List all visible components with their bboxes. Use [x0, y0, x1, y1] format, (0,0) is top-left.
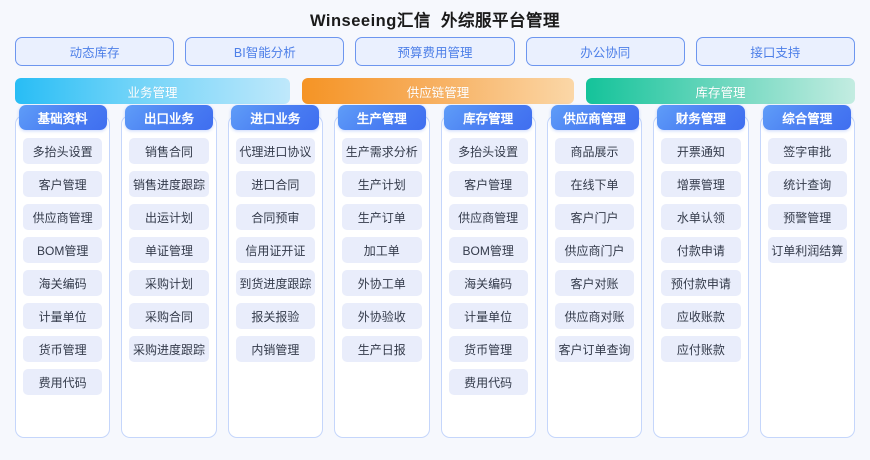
- menu-item[interactable]: 多抬头设置: [23, 138, 103, 164]
- menu-item[interactable]: 销售合同: [129, 138, 209, 164]
- top-nav-item-3[interactable]: 预算费用管理: [355, 37, 515, 66]
- column-item-list: 生产需求分析生产计划生产订单加工单外协工单外协验收生产日报: [342, 138, 422, 362]
- column-item-list: 销售合同销售进度跟踪出运计划单证管理采购计划采购合同采购进度跟踪: [129, 138, 209, 362]
- column-item-list: 开票通知增票管理水单认领付款申请预付款申请应收账款应付账款: [661, 138, 741, 362]
- menu-item[interactable]: 生产日报: [342, 336, 422, 362]
- menu-item[interactable]: BOM管理: [448, 237, 528, 263]
- menu-item[interactable]: 计量单位: [23, 303, 103, 329]
- module-column-3: 进口业务代理进口协议进口合同合同预审信用证开证到货进度跟踪报关报验内销管理: [227, 105, 324, 438]
- menu-item[interactable]: 供应商对账: [554, 303, 635, 329]
- menu-item[interactable]: 商品展示: [554, 138, 635, 164]
- menu-item[interactable]: 费用代码: [23, 369, 103, 395]
- menu-item[interactable]: 开票通知: [661, 138, 741, 164]
- menu-item[interactable]: 外协验收: [342, 303, 422, 329]
- menu-item[interactable]: 增票管理: [661, 171, 741, 197]
- module-column-5: 库存管理多抬头设置客户管理供应商管理 BOM管理海关编码计量单位货币管理费用代码: [440, 105, 536, 438]
- menu-item[interactable]: 货币管理: [448, 336, 528, 362]
- menu-item[interactable]: 在线下单: [554, 171, 635, 197]
- module-column-7: 财务管理开票通知增票管理水单认领付款申请预付款申请应收账款应付账款: [653, 105, 749, 438]
- menu-item[interactable]: 供应商管理: [23, 204, 103, 230]
- menu-item[interactable]: 应付账款: [661, 336, 741, 362]
- menu-item[interactable]: BOM管理: [23, 237, 103, 263]
- menu-item[interactable]: 费用代码: [448, 369, 528, 395]
- column-item-list: 商品展示在线下单客户门户供应商门户客户对账供应商对账客户订单查询: [554, 138, 635, 362]
- menu-item[interactable]: 代理进口协议: [235, 138, 316, 164]
- menu-item[interactable]: 水单认领: [661, 204, 741, 230]
- menu-item[interactable]: 采购进度跟踪: [129, 336, 209, 362]
- top-nav-item-4[interactable]: 办公协同: [525, 37, 685, 66]
- menu-item[interactable]: 统计查询: [767, 171, 847, 197]
- menu-item[interactable]: 信用证开证: [235, 237, 316, 263]
- menu-item[interactable]: 生产订单: [342, 204, 422, 230]
- top-nav-item-2[interactable]: BI智能分析: [185, 37, 345, 66]
- column-header-5[interactable]: 库存管理: [444, 105, 533, 130]
- menu-item[interactable]: 预警管理: [767, 204, 847, 230]
- menu-item[interactable]: 生产需求分析: [342, 138, 422, 164]
- column-item-list: 多抬头设置客户管理供应商管理 BOM管理海关编码计量单位货币管理费用代码: [448, 138, 528, 395]
- column-header-4[interactable]: 生产管理: [337, 105, 426, 130]
- menu-item[interactable]: 报关报验: [235, 303, 316, 329]
- column-item-list: 多抬头设置客户管理供应商管理 BOM管理海关编码计量单位货币管理费用代码: [23, 138, 103, 395]
- menu-item[interactable]: 海关编码: [448, 270, 528, 296]
- menu-item[interactable]: 客户门户: [554, 204, 635, 230]
- column-header-7[interactable]: 财务管理: [656, 105, 745, 130]
- menu-item[interactable]: 客户对账: [554, 270, 635, 296]
- menu-item[interactable]: 生产计划: [342, 171, 422, 197]
- menu-item[interactable]: 销售进度跟踪: [129, 171, 209, 197]
- column-header-8[interactable]: 综合管理: [763, 105, 852, 130]
- menu-item[interactable]: 采购计划: [129, 270, 209, 296]
- menu-item[interactable]: 签字审批: [767, 138, 847, 164]
- menu-item[interactable]: 计量单位: [448, 303, 528, 329]
- menu-item[interactable]: 客户管理: [23, 171, 103, 197]
- category-bar-3[interactable]: 库存管理: [586, 78, 855, 104]
- menu-item[interactable]: 客户管理: [448, 171, 528, 197]
- menu-item[interactable]: 合同预审: [235, 204, 316, 230]
- column-item-list: 代理进口协议进口合同合同预审信用证开证到货进度跟踪报关报验内销管理: [235, 138, 316, 362]
- top-nav: 动态库存 BI智能分析预算费用管理办公协同接口支持: [15, 37, 856, 66]
- menu-item[interactable]: 客户订单查询: [554, 336, 635, 362]
- menu-item[interactable]: 单证管理: [129, 237, 209, 263]
- column-header-1[interactable]: 基础资料: [18, 105, 107, 130]
- menu-item[interactable]: 进口合同: [235, 171, 316, 197]
- menu-item[interactable]: 加工单: [342, 237, 422, 263]
- column-header-3[interactable]: 进口业务: [231, 105, 320, 130]
- menu-item[interactable]: 付款申请: [661, 237, 741, 263]
- menu-item[interactable]: 出运计划: [129, 204, 209, 230]
- category-bar-1[interactable]: 业务管理: [15, 78, 290, 104]
- menu-item[interactable]: 多抬头设置: [448, 138, 528, 164]
- category-bar-2[interactable]: 供应链管理: [302, 78, 574, 104]
- menu-item[interactable]: 货币管理: [23, 336, 103, 362]
- menu-item[interactable]: 采购合同: [129, 303, 209, 329]
- top-nav-item-5[interactable]: 接口支持: [695, 37, 856, 66]
- column-header-2[interactable]: 出口业务: [125, 105, 214, 130]
- menu-item[interactable]: 供应商管理: [448, 204, 528, 230]
- column-item-list: 签字审批统计查询预警管理订单利润结算: [767, 138, 847, 263]
- menu-item[interactable]: 内销管理: [235, 336, 316, 362]
- menu-item[interactable]: 应收账款: [661, 303, 741, 329]
- module-column-2: 出口业务销售合同销售进度跟踪出运计划单证管理采购计划采购合同采购进度跟踪: [121, 105, 217, 438]
- menu-item[interactable]: 订单利润结算: [767, 237, 847, 263]
- column-header-6[interactable]: 供应商管理: [550, 105, 639, 130]
- module-column-8: 综合管理签字审批统计查询预警管理订单利润结算: [759, 105, 855, 438]
- menu-item[interactable]: 外协工单: [342, 270, 422, 296]
- category-bar-row: 业务管理供应链管理库存管理: [15, 78, 855, 104]
- menu-item[interactable]: 海关编码: [23, 270, 103, 296]
- menu-item[interactable]: 供应商门户: [554, 237, 635, 263]
- page-title: Winseeing汇信 外综服平台管理: [309, 12, 561, 30]
- menu-item[interactable]: 预付款申请: [661, 270, 741, 296]
- module-column-4: 生产管理生产需求分析生产计划生产订单加工单外协工单外协验收生产日报: [334, 105, 430, 438]
- module-column-6: 供应商管理商品展示在线下单客户门户供应商门户客户对账供应商对账客户订单查询: [546, 105, 643, 438]
- module-column-1: 基础资料多抬头设置客户管理供应商管理 BOM管理海关编码计量单位货币管理费用代码: [15, 105, 111, 438]
- top-nav-item-1[interactable]: 动态库存: [15, 37, 175, 66]
- menu-item[interactable]: 到货进度跟踪: [235, 270, 316, 296]
